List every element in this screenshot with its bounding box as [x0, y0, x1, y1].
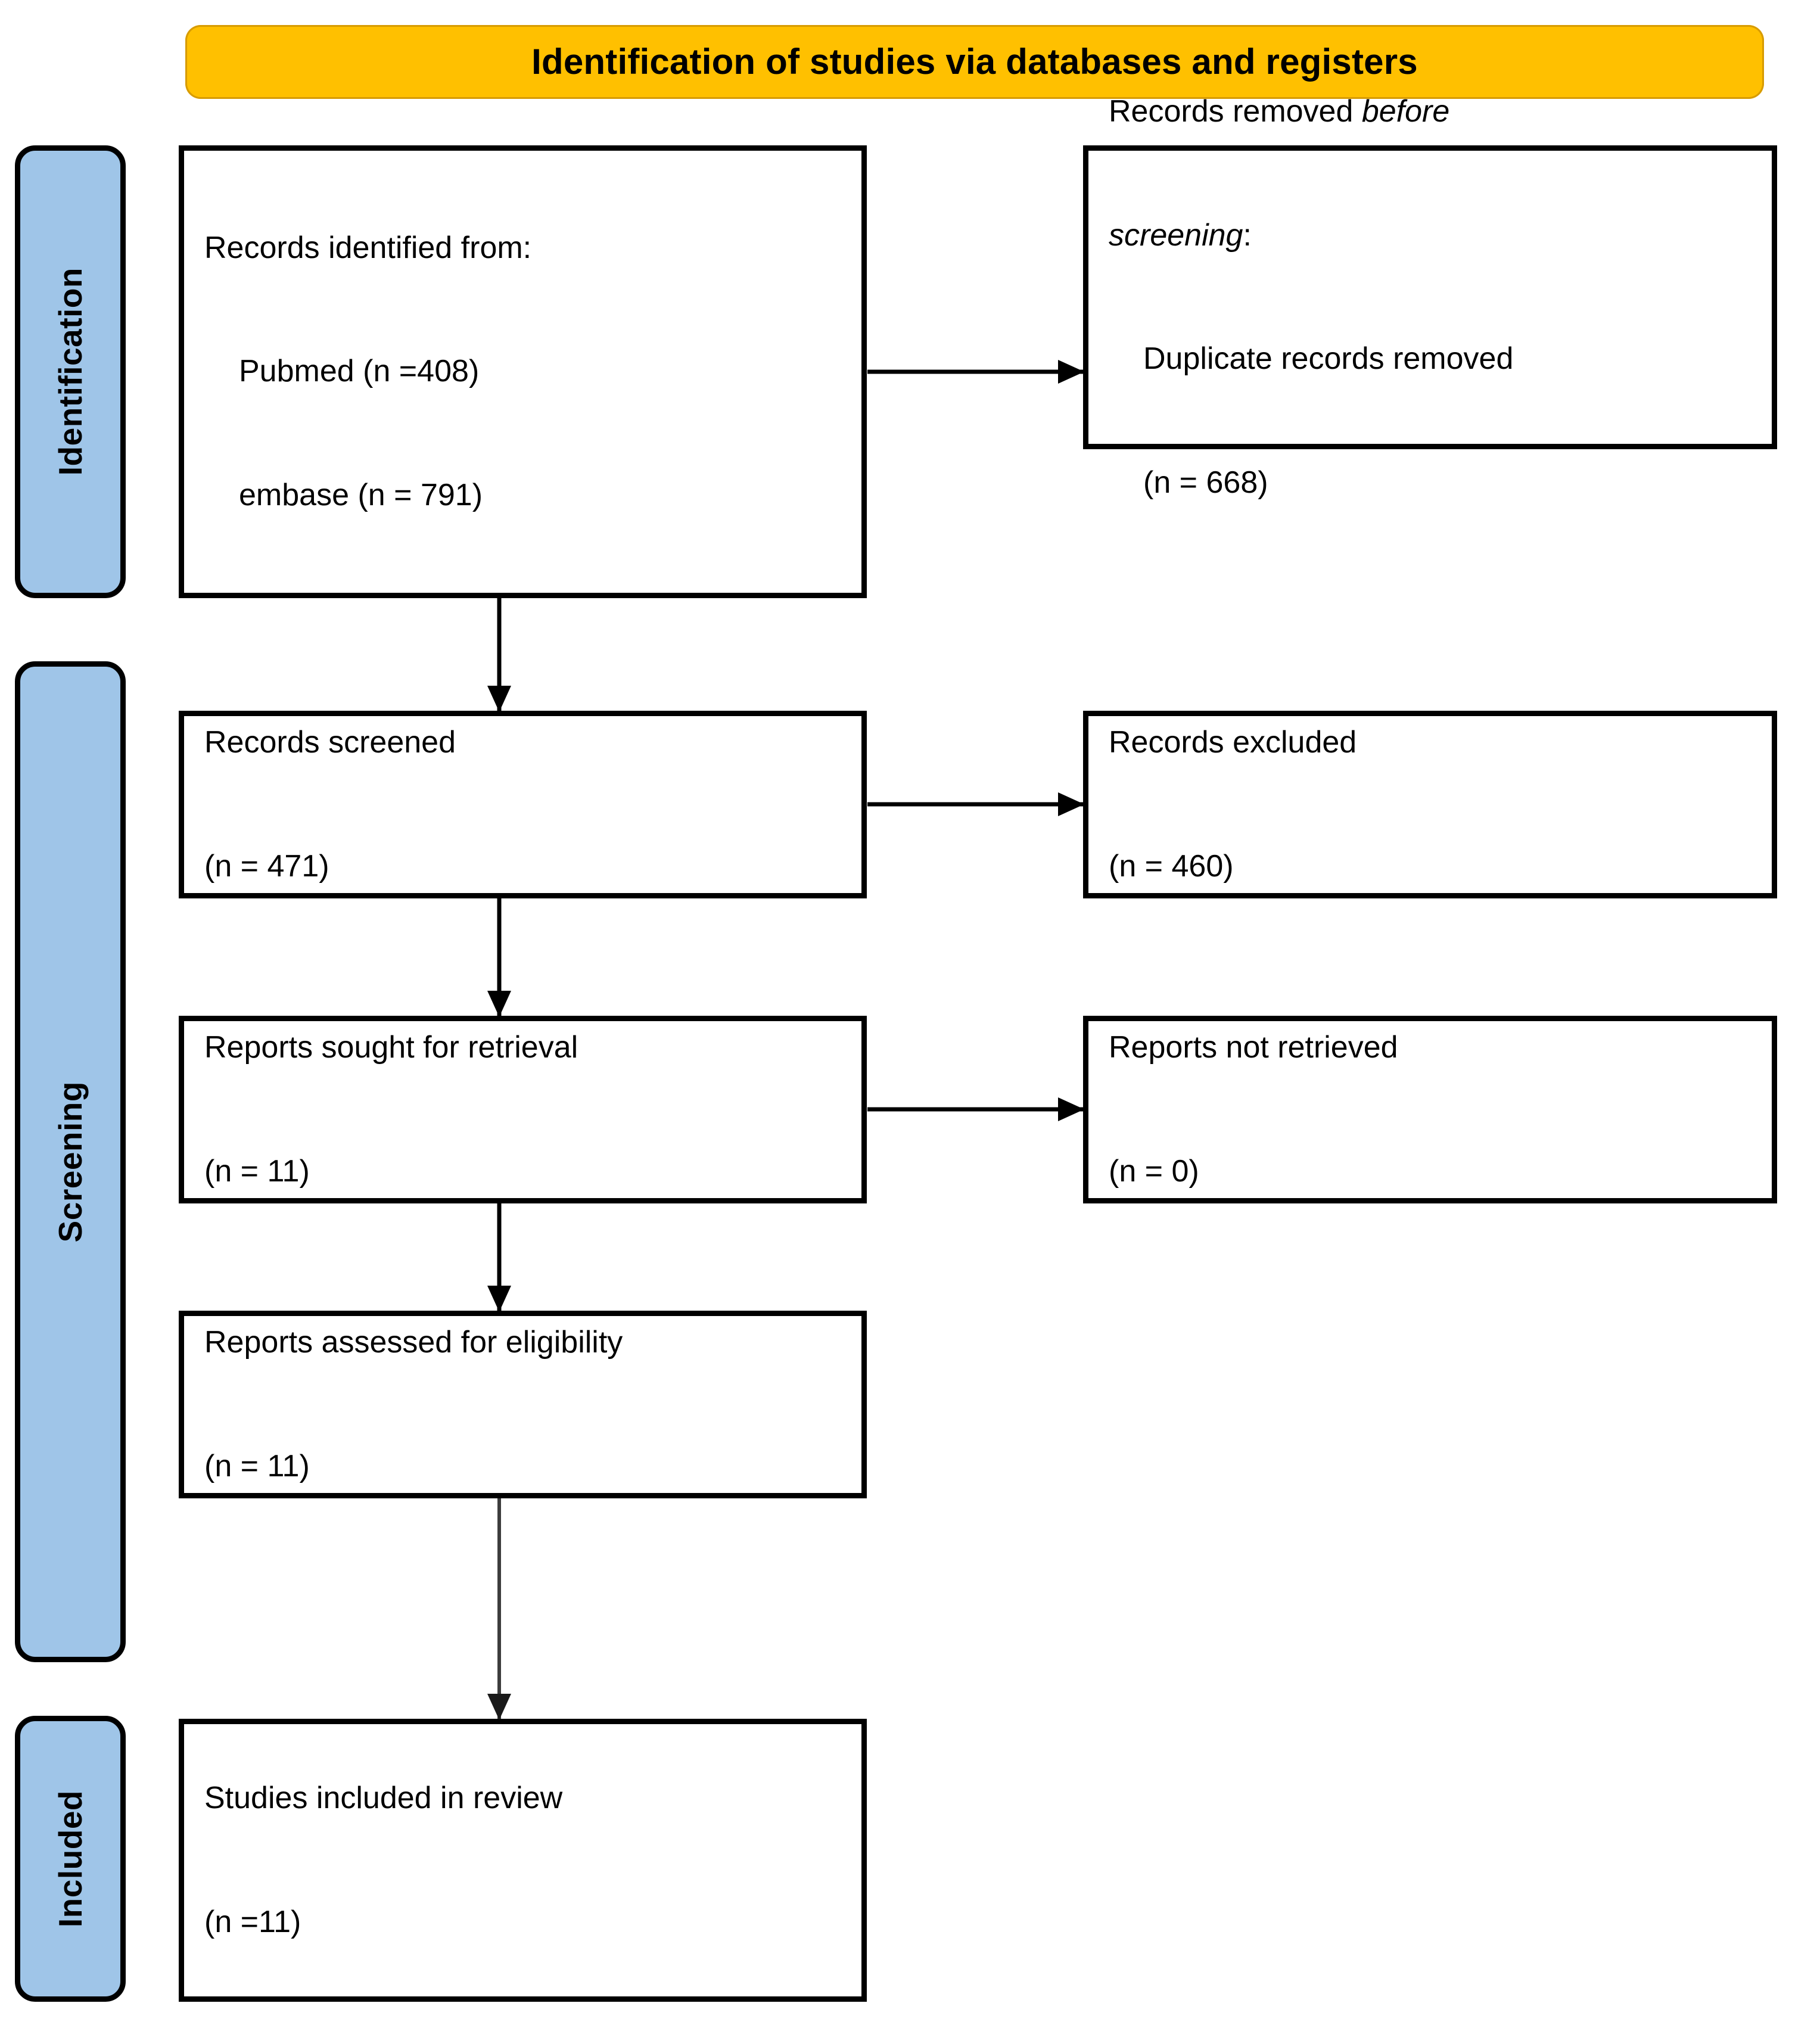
box-records-screened: Records screened (n = 471): [179, 711, 867, 898]
records-identified-line-3: embase (n = 791): [239, 477, 483, 512]
stage-label-screening: Screening: [15, 661, 126, 1662]
box-reports-assessed-for-eligibility: Reports assessed for eligibility (n = 11…: [179, 1311, 867, 1498]
records-identified-line-1: Records identified from:: [204, 230, 532, 265]
records-excluded-line-1: Records excluded: [1109, 725, 1357, 760]
stage-label-included: Included: [15, 1716, 126, 2002]
records-removed-line-1: Records removed before: [1109, 94, 1450, 129]
records-excluded-line-2: (n = 460): [1109, 848, 1234, 884]
box-studies-included-in-review: Studies included in review (n =11): [179, 1719, 867, 2002]
box-records-screened-text: Records screened (n = 471): [204, 640, 841, 969]
box-records-identified-text: Records identified from: Pubmed (n =408)…: [204, 145, 841, 599]
records-removed-line-2: screening:: [1109, 217, 1252, 253]
reports-not-retrieved-line-2: (n = 0): [1109, 1153, 1199, 1189]
stage-label-identification: Identification: [15, 145, 126, 598]
box-records-removed-text: Records removed before screening: Duplic…: [1109, 9, 1751, 586]
box-studies-included-text: Studies included in review (n =11): [204, 1696, 841, 2025]
records-identified-line-2: Pubmed (n =408): [239, 354, 480, 389]
box-reports-assessed-text: Reports assessed for eligibility (n = 11…: [204, 1240, 841, 1569]
studies-included-line-2: (n =11): [204, 1904, 301, 1939]
reports-not-retrieved-line-1: Reports not retrieved: [1109, 1030, 1398, 1065]
box-records-excluded-text: Records excluded (n = 460): [1109, 640, 1751, 969]
reports-assessed-line-1: Reports assessed for eligibility: [204, 1325, 623, 1360]
reports-sought-line-1: Reports sought for retrieval: [204, 1030, 578, 1065]
box-records-identified: Records identified from: Pubmed (n =408)…: [179, 145, 867, 598]
box-reports-sought-text: Reports sought for retrieval (n = 11): [204, 945, 841, 1274]
stage-label-identification-text: Identification: [52, 267, 89, 476]
records-removed-line-3: Duplicate records removed: [1143, 341, 1514, 377]
stage-label-screening-text: Screening: [52, 1081, 89, 1243]
records-removed-line-4: (n = 668): [1143, 465, 1268, 500]
box-records-removed-before-screening: Records removed before screening: Duplic…: [1083, 94, 1777, 500]
reports-assessed-line-2: (n = 11): [204, 1448, 310, 1483]
records-screened-line-1: Records screened: [204, 725, 456, 760]
records-screened-line-2: (n = 471): [204, 848, 329, 884]
diagram-header-banner: Identification of studies via databases …: [185, 25, 1764, 99]
diagram-title: Identification of studies via databases …: [531, 42, 1418, 82]
reports-sought-line-2: (n = 11): [204, 1153, 310, 1189]
box-records-excluded: Records excluded (n = 460): [1083, 711, 1777, 898]
box-reports-sought-for-retrieval: Reports sought for retrieval (n = 11): [179, 1016, 867, 1203]
stage-label-included-text: Included: [52, 1790, 89, 1928]
studies-included-line-1: Studies included in review: [204, 1781, 563, 1816]
box-reports-not-retrieved-text: Reports not retrieved (n = 0): [1109, 945, 1751, 1274]
box-reports-not-retrieved: Reports not retrieved (n = 0): [1083, 1016, 1777, 1203]
